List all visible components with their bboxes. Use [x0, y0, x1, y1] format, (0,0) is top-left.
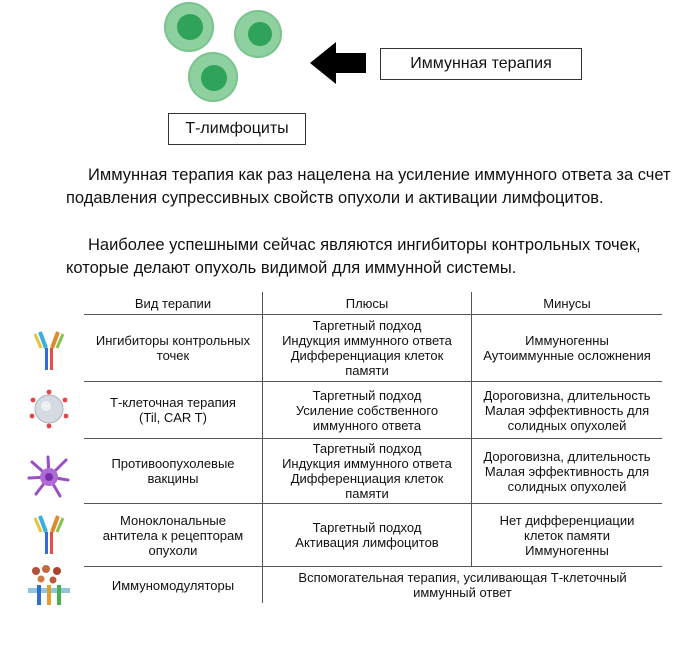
table-row: Т-клеточная терапия (Til, CAR T) Таргетн… [84, 381, 662, 439]
paragraph-immune-therapy: Иммунная терапия как раз нацелена на уси… [66, 166, 671, 207]
therapy-type-cell: Т-клеточная терапия (Til, CAR T) [84, 381, 263, 439]
table-header-row: Вид терапии Плюсы Минусы [84, 292, 662, 315]
t-cell-3 [188, 52, 238, 102]
table-row: Ингибиторы контрольных точек Таргетный п… [84, 314, 662, 382]
header-cons: Минусы [471, 292, 662, 315]
therapy-comparison-table: Вид терапии Плюсы Минусы Ингибиторы конт… [84, 292, 662, 603]
t-lymphocytes-illustration [160, 0, 300, 110]
therapy-type-cell: Иммуномодуляторы [84, 566, 263, 603]
antibody-icon [33, 515, 65, 554]
cons-cell: Дороговизна, длительность Малая эффектив… [471, 381, 662, 439]
immune-therapy-label: Иммунная терапия [380, 48, 582, 80]
table-row: Моноклональные антитела к рецепторам опу… [84, 503, 662, 567]
therapy-type-cell: Ингибиторы контрольных точек [84, 314, 263, 382]
pros-cell: Таргетный подход Активация лимфоцитов [262, 503, 472, 567]
t-cell-1 [164, 2, 214, 52]
t-cell-icon [29, 389, 69, 429]
pros-cell: Таргетный подход Индукция иммунного отве… [262, 314, 472, 382]
left-arrow-icon [310, 42, 366, 84]
t-lymphocytes-label: Т-лимфоциты [168, 113, 306, 145]
antibody-icon [33, 331, 65, 370]
pros-cell: Таргетный подход Усиление собственного и… [262, 381, 472, 439]
therapy-type-cell: Противоопухолевые вакцины [84, 438, 263, 504]
table-row: Иммуномодуляторы Вспомогательная терапия… [84, 566, 662, 603]
t-cell-2 [234, 10, 282, 58]
merged-pros-cons-cell: Вспомогательная терапия, усиливающая Т-к… [262, 566, 662, 603]
immunomodulator-icon [28, 565, 70, 605]
dendritic-cell-icon [27, 455, 70, 498]
paragraph-checkpoint-inhibitors: Наиболее успешными сейчас являются ингиб… [66, 236, 641, 277]
cons-cell: Дороговизна, длительность Малая эффектив… [471, 438, 662, 504]
therapy-type-cell: Моноклональные антитела к рецепторам опу… [84, 503, 263, 567]
header-pros: Плюсы [262, 292, 472, 315]
header-therapy-type: Вид терапии [84, 292, 263, 315]
pros-cell: Таргетный подход Индукция иммунного отве… [262, 438, 472, 504]
table-row: Противоопухолевые вакцины Таргетный подх… [84, 438, 662, 504]
cons-cell: Иммуногенны Аутоиммунные осложнения [471, 314, 662, 382]
cons-cell: Нет дифференциации клеток памяти Иммуног… [471, 503, 662, 567]
